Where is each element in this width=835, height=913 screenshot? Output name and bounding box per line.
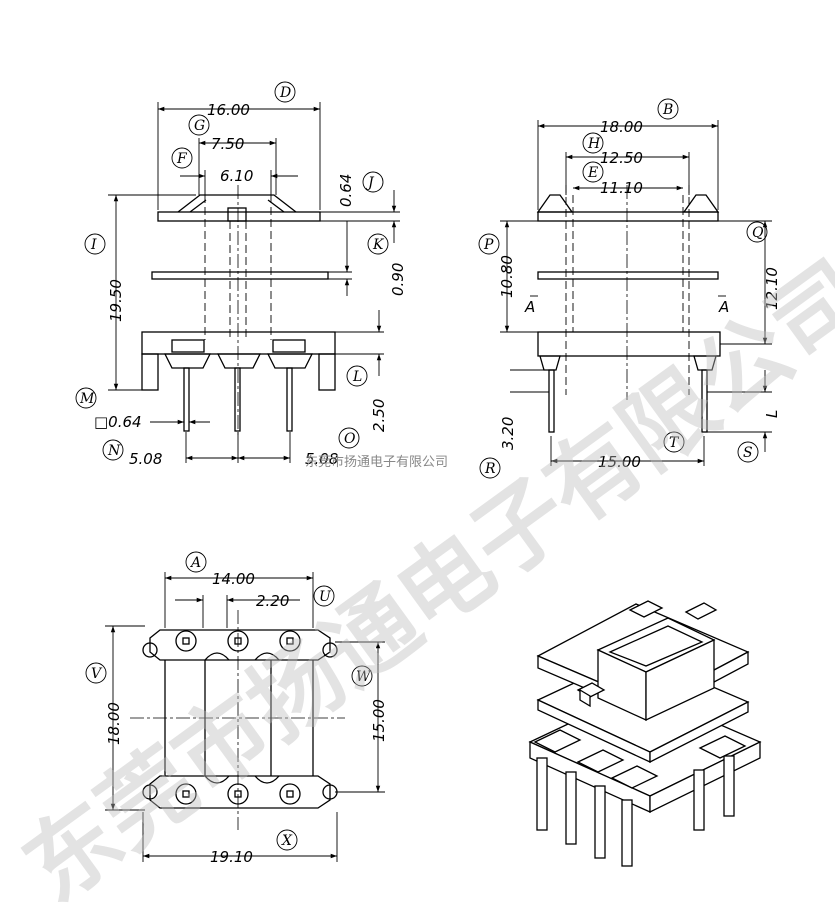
label-F: F	[171, 147, 193, 169]
label-K: K	[367, 233, 389, 255]
dim-19-10: 19.10	[210, 848, 253, 866]
label-Q: Q	[746, 221, 768, 243]
svg-text:Q: Q	[752, 225, 764, 241]
dim-L: L	[763, 410, 781, 418]
svg-text:P: P	[483, 237, 494, 253]
side-view: 18.00 12.50 11.10 10.80 12.10 L 3.20 15.…	[478, 98, 781, 479]
label-X: X	[276, 829, 298, 851]
dim-pin-0-64: □0.64	[94, 413, 142, 431]
watermark: 东莞市扬通电子有限公司 东莞市扬通电子有限公司	[5, 241, 835, 913]
label-D: D	[274, 81, 296, 103]
label-I: I	[84, 233, 106, 255]
dim-12-10: 12.10	[763, 267, 781, 310]
svg-text:I: I	[90, 237, 97, 253]
label-M: M	[75, 387, 97, 409]
watermark-company-name-small: 东莞市扬通电子有限公司	[305, 454, 448, 470]
watermark-company-name: 东莞市扬通电子有限公司	[5, 241, 835, 913]
dim-18-00-bottom: 18.00	[105, 702, 123, 745]
label-A: A	[185, 551, 207, 573]
dim-16-00: 16.00	[207, 101, 250, 119]
dim-2-20: 2.20	[256, 592, 289, 610]
svg-text:O: O	[344, 431, 356, 447]
dim-0-90: 0.90	[389, 263, 407, 296]
svg-text:H: H	[587, 136, 601, 152]
dim-0-64: 0.64	[337, 174, 355, 207]
svg-text:A: A	[189, 555, 201, 571]
dim-6-10: 6.10	[220, 167, 253, 185]
label-B: B	[657, 98, 679, 120]
dim-19-50: 19.50	[107, 279, 125, 322]
label-J: J	[362, 171, 384, 193]
dim-15-00-bottom: 15.00	[370, 699, 388, 742]
svg-text:W: W	[356, 669, 372, 685]
label-P: P	[478, 233, 500, 255]
svg-text:S: S	[743, 445, 753, 461]
svg-text:F: F	[176, 151, 188, 167]
svg-text:G: G	[194, 118, 205, 134]
svg-text:J: J	[365, 175, 375, 191]
dim-18-00-side: 18.00	[600, 118, 643, 136]
svg-text:E: E	[587, 165, 598, 181]
dim-5-08-left: 5.08	[129, 450, 162, 468]
svg-text:T: T	[669, 435, 680, 451]
dim-7-50: 7.50	[211, 135, 244, 153]
dim-3-20: 3.20	[499, 417, 517, 450]
svg-text:V: V	[91, 666, 103, 682]
front-view: 16.00 7.50 6.10 19.50 0.64 0.90 2.50	[75, 81, 407, 468]
label-E: E	[582, 161, 604, 183]
section-a-left: A	[524, 298, 535, 316]
dim-14-00: 14.00	[212, 570, 255, 588]
svg-text:N: N	[107, 443, 121, 459]
dim-10-80: 10.80	[498, 255, 516, 298]
label-N: N	[102, 439, 124, 461]
section-a-right: A	[718, 298, 729, 316]
dim-15-00-side: 15.00	[598, 453, 641, 471]
svg-text:B: B	[662, 102, 673, 118]
label-O: O	[338, 427, 360, 449]
svg-text:D: D	[279, 85, 291, 101]
label-R: R	[479, 457, 501, 479]
dim-2-50: 2.50	[370, 399, 388, 432]
isometric-view	[528, 600, 762, 867]
svg-text:R: R	[484, 461, 496, 477]
svg-text:X: X	[281, 833, 293, 849]
label-G: G	[188, 114, 210, 136]
bottom-view: 14.00 2.20 18.00 15.00 19.10 A U V W X	[85, 551, 388, 866]
label-U: U	[313, 585, 335, 607]
label-T: T	[663, 431, 685, 453]
label-W: W	[351, 665, 373, 687]
label-L: L	[346, 365, 368, 387]
svg-text:U: U	[319, 589, 332, 605]
dim-11-10: 11.10	[600, 179, 643, 197]
label-H: H	[582, 132, 604, 154]
dim-12-50: 12.50	[600, 149, 643, 167]
svg-text:M: M	[79, 391, 95, 407]
label-S: S	[737, 441, 759, 463]
label-V: V	[85, 662, 107, 684]
svg-text:L: L	[352, 369, 362, 385]
svg-text:K: K	[372, 237, 385, 253]
dim-5-08-right: 5.08	[305, 450, 338, 468]
